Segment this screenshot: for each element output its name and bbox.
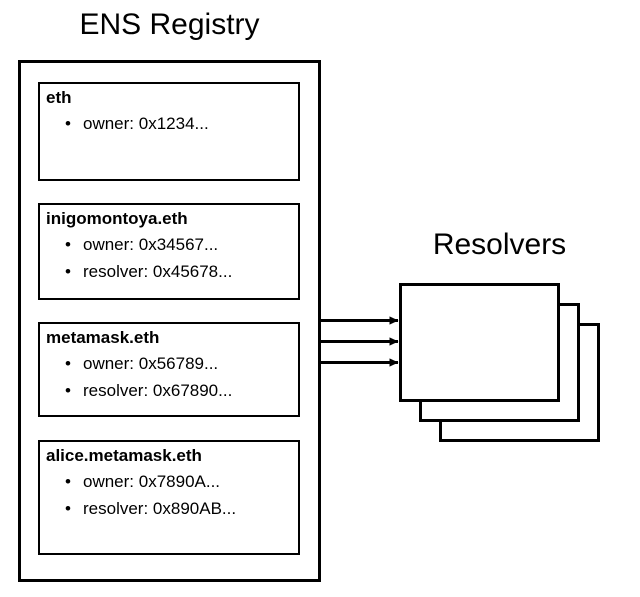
node-attribute: • owner: 0x34567... xyxy=(46,231,232,258)
node-attribute-list: • owner: 0x56789... • resolver: 0x67890.… xyxy=(46,350,232,404)
registry-node-card[interactable]: eth • owner: 0x1234... xyxy=(38,82,300,181)
node-attribute-list: • owner: 0x34567... • resolver: 0x45678.… xyxy=(46,231,232,285)
node-attribute-text: owner: 0x34567... xyxy=(83,235,219,254)
node-attribute: • owner: 0x1234... xyxy=(46,110,209,137)
node-name: inigomontoya.eth xyxy=(46,209,188,228)
bullet-icon: • xyxy=(65,472,71,491)
node-name: alice.metamask.eth xyxy=(46,446,202,465)
node-attribute: • resolver: 0x45678... xyxy=(46,258,232,285)
node-attribute: • resolver: 0x67890... xyxy=(46,377,232,404)
registry-node-card[interactable]: metamask.eth • owner: 0x56789... • resol… xyxy=(38,322,300,417)
node-attribute-list: • owner: 0x7890A... • resolver: 0x890AB.… xyxy=(46,468,236,522)
node-attribute-text: owner: 0x1234... xyxy=(83,114,209,133)
node-attribute-text: resolver: 0x45678... xyxy=(83,262,233,281)
bullet-icon: • xyxy=(65,499,71,518)
registry-title: ENS Registry xyxy=(79,8,260,41)
node-attribute-text: resolver: 0x67890... xyxy=(83,381,233,400)
node-attribute-text: owner: 0x7890A... xyxy=(83,472,221,491)
node-name: eth xyxy=(46,88,72,107)
registry-node-card[interactable]: inigomontoya.eth • owner: 0x34567... • r… xyxy=(38,203,300,300)
bullet-icon: • xyxy=(65,354,71,373)
node-attribute-list: • owner: 0x1234... xyxy=(46,110,209,137)
node-attribute: • resolver: 0x890AB... xyxy=(46,495,236,522)
node-name: metamask.eth xyxy=(46,328,160,347)
node-attribute-text: resolver: 0x890AB... xyxy=(83,499,237,518)
bullet-icon: • xyxy=(65,114,71,133)
node-attribute-text: owner: 0x56789... xyxy=(83,354,219,373)
bullet-icon: • xyxy=(65,262,71,281)
registry-node-card[interactable]: alice.metamask.eth • owner: 0x7890A... •… xyxy=(38,440,300,555)
bullet-icon: • xyxy=(65,381,71,400)
node-attribute: • owner: 0x7890A... xyxy=(46,468,236,495)
resolver-card-front[interactable] xyxy=(399,283,560,402)
resolvers-title: Resolvers xyxy=(432,228,567,261)
node-attribute: • owner: 0x56789... xyxy=(46,350,232,377)
bullet-icon: • xyxy=(65,235,71,254)
